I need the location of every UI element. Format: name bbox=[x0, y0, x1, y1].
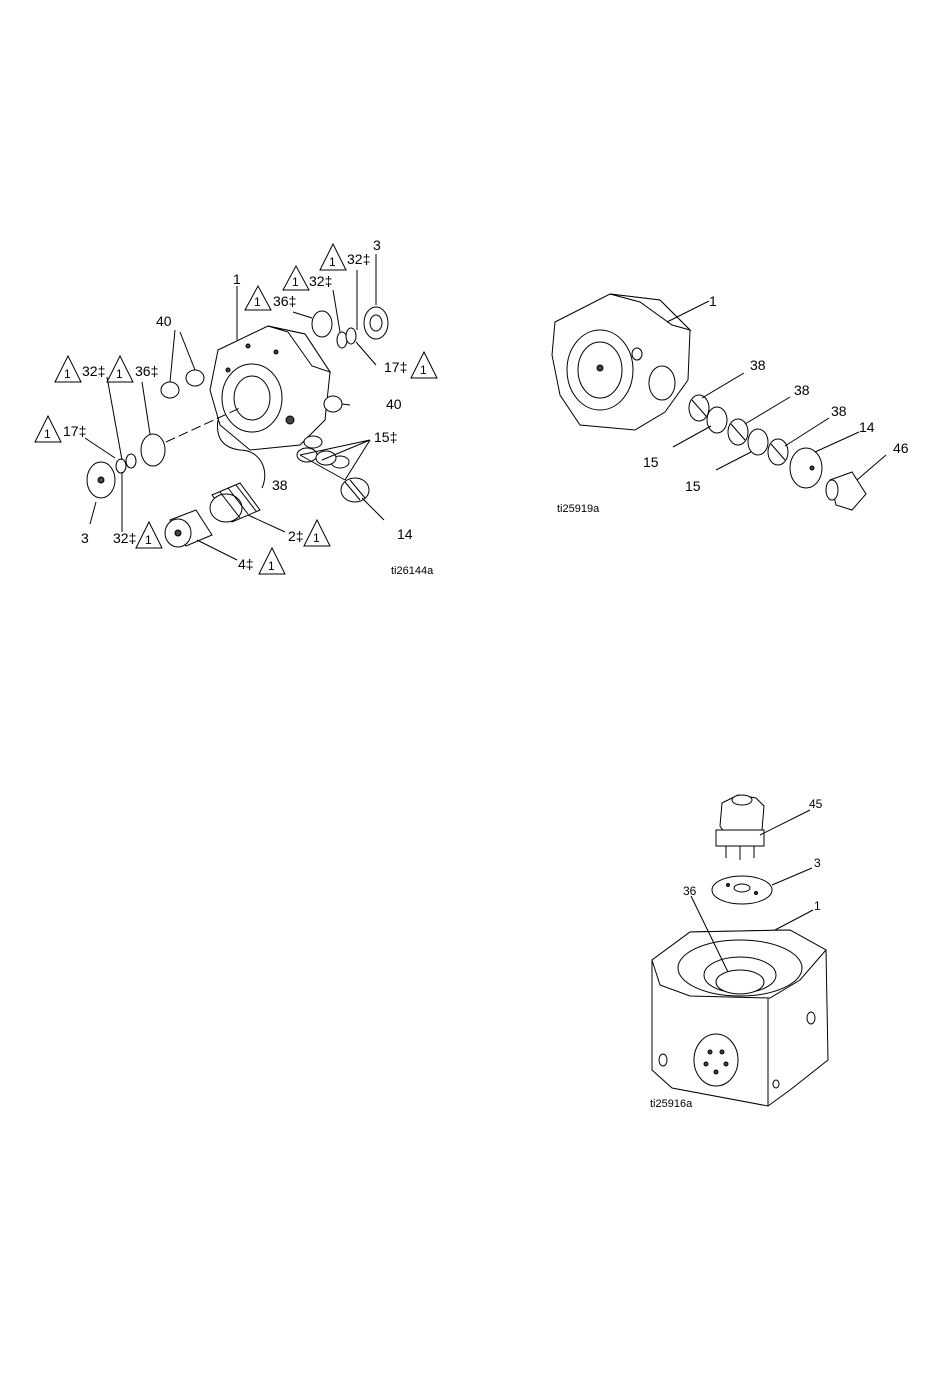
callout-36-top: 36‡ bbox=[273, 293, 296, 309]
screen-38-c bbox=[768, 439, 788, 465]
callout-36: 36 bbox=[683, 884, 697, 898]
plug-40-a bbox=[161, 382, 179, 398]
warning-triangle-icon-a: 1 bbox=[245, 286, 271, 310]
svg-text:1: 1 bbox=[329, 255, 336, 269]
housing-part-1 bbox=[210, 326, 330, 450]
fitting-14 bbox=[341, 478, 369, 502]
svg-text:1: 1 bbox=[268, 559, 275, 573]
callout-15-b: 15 bbox=[685, 478, 701, 494]
callout-3-top: 3 bbox=[373, 237, 381, 253]
svg-text:1: 1 bbox=[292, 275, 299, 289]
callout-46: 46 bbox=[893, 440, 909, 456]
callout-38-b: 38 bbox=[794, 382, 810, 398]
callout-2: 2‡ bbox=[288, 528, 304, 544]
callout-3: 3 bbox=[814, 856, 821, 870]
callout-17-right: 17‡ bbox=[384, 359, 407, 375]
callout-32-top: 32‡ bbox=[347, 251, 370, 267]
callout-1: 1 bbox=[233, 271, 241, 287]
callout-1: 1 bbox=[814, 899, 821, 913]
svg-text:1: 1 bbox=[145, 533, 152, 547]
figure-id-label: ti26144a bbox=[391, 565, 434, 577]
warning-triangle-icon-j: 1 bbox=[259, 548, 285, 574]
warning-triangle-icon-f: 1 bbox=[411, 352, 437, 378]
warning-triangle-icon-c: 1 bbox=[320, 244, 346, 270]
warning-triangle-icon-i: 1 bbox=[304, 520, 330, 546]
callout-45: 45 bbox=[809, 797, 823, 811]
screen-15-b bbox=[748, 429, 768, 455]
screen-15-a bbox=[304, 436, 322, 448]
svg-text:1: 1 bbox=[254, 295, 261, 309]
screen-38-b bbox=[728, 419, 748, 445]
svg-text:1: 1 bbox=[44, 427, 51, 441]
callout-40-left: 40 bbox=[156, 313, 172, 329]
warning-triangle-icon-e: 1 bbox=[107, 356, 133, 382]
callout-1: 1 bbox=[709, 293, 717, 309]
callout-15-a: 15 bbox=[643, 454, 659, 470]
figure-id-label: ti25919a bbox=[557, 503, 600, 515]
warning-triangle-icon-d: 1 bbox=[55, 356, 81, 382]
cap-3-top bbox=[364, 307, 388, 339]
svg-text:1: 1 bbox=[313, 531, 320, 545]
callout-14: 14 bbox=[859, 419, 875, 435]
svg-text:1: 1 bbox=[116, 367, 123, 381]
cylinder-2 bbox=[210, 483, 260, 522]
oring-36-top bbox=[312, 311, 332, 337]
callout-40-right: 40 bbox=[386, 396, 402, 412]
callout-38: 38 bbox=[272, 477, 288, 493]
callout-36-left: 36‡ bbox=[135, 363, 158, 379]
svg-text:1: 1 bbox=[64, 367, 71, 381]
callout-38-c: 38 bbox=[831, 403, 847, 419]
housing-part-1 bbox=[552, 294, 690, 430]
screen-38-a bbox=[689, 395, 709, 421]
figure-ti25919a: 1 38 38 38 14 46 15 15 ti25919a bbox=[552, 293, 909, 515]
cap-3 bbox=[712, 876, 772, 904]
oring-32-top-a bbox=[337, 332, 347, 348]
callout-32-left: 32‡ bbox=[82, 363, 105, 379]
callout-17-left: 17‡ bbox=[63, 423, 86, 439]
tool-45 bbox=[716, 795, 764, 860]
svg-text:1: 1 bbox=[420, 363, 427, 377]
callout-14: 14 bbox=[397, 526, 413, 542]
oring-32-left-a bbox=[116, 459, 126, 473]
warning-triangle-icon-g: 1 bbox=[35, 416, 61, 442]
screen-15-a bbox=[707, 407, 727, 433]
warning-triangle-icon-b: 1 bbox=[283, 266, 309, 290]
cylinder-4 bbox=[165, 510, 212, 547]
callout-38-a: 38 bbox=[750, 357, 766, 373]
plug-40-c bbox=[324, 396, 342, 412]
figure-ti26144a: 1 1 1 1 1 1 1 1 1 1 3 32‡ 32‡ 1 36‡ 40 3… bbox=[35, 237, 437, 577]
callout-32-bottom: 32‡ bbox=[113, 530, 136, 546]
callout-15: 15‡ bbox=[374, 429, 397, 445]
plug-40-b bbox=[186, 370, 204, 386]
figure-id-label: ti25916a bbox=[650, 1098, 693, 1110]
housing-part-1 bbox=[652, 930, 828, 1106]
oring-36-left bbox=[141, 434, 165, 466]
oring-32-top-b bbox=[346, 328, 356, 344]
callout-32-mid: 32‡ bbox=[309, 273, 332, 289]
oring-32-left-b bbox=[126, 454, 136, 468]
figure-ti25916a: 45 3 36 1 ti25916a bbox=[650, 795, 828, 1110]
warning-triangle-icon-h: 1 bbox=[136, 522, 162, 548]
fitting-14 bbox=[790, 448, 822, 488]
cap-3-bottom bbox=[87, 462, 115, 498]
callout-3-bottom: 3 bbox=[81, 530, 89, 546]
callout-4: 4‡ bbox=[238, 556, 254, 572]
